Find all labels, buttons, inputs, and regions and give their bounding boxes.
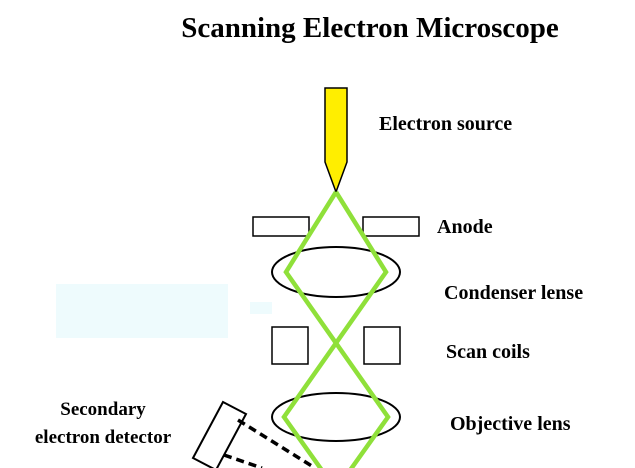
objective-lens — [271, 392, 401, 442]
label-anode: Anode — [437, 216, 493, 238]
background-tint-patch-small — [250, 302, 272, 314]
condenser-lens — [271, 246, 401, 298]
background-tint-patch — [56, 284, 228, 338]
electron-source-tip — [324, 87, 348, 195]
label-secondary-electron-detector: Secondary electron detector — [0, 396, 206, 452]
anode-plate-right — [362, 216, 420, 237]
label-detector-line-1: Secondary — [60, 399, 146, 420]
diagram-title: Scanning Electron Microscope — [181, 12, 559, 44]
scan-coil-right — [363, 326, 401, 365]
secondary-electron-detector — [191, 400, 248, 468]
scan-coil-left — [271, 326, 309, 365]
secondary-electron-path-2 — [223, 453, 263, 468]
label-scan-coils: Scan coils — [446, 341, 530, 363]
secondary-electron-path-1 — [237, 418, 316, 468]
label-detector-line-2: electron detector — [34, 427, 172, 448]
label-objective-lens: Objective lens — [450, 413, 571, 435]
label-electron-source: Electron source — [379, 113, 513, 135]
label-condenser-lens: Condenser lense — [444, 282, 584, 304]
electron-beam-path-right — [281, 190, 389, 468]
anode-plate-left — [252, 216, 310, 237]
